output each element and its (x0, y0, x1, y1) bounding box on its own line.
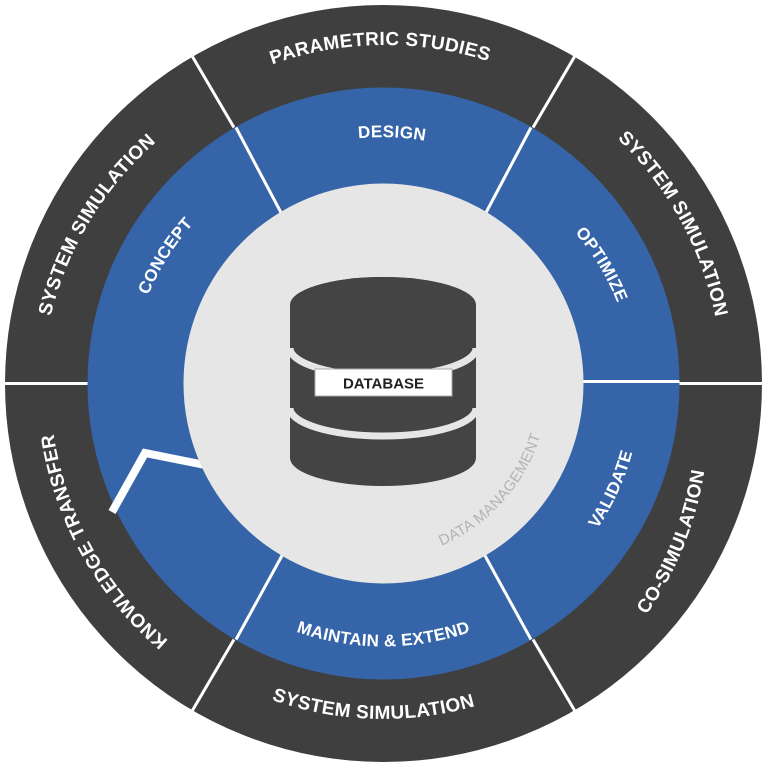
inner-divider (481, 551, 533, 641)
inner-divider (234, 126, 284, 216)
inner-label-design: DESIGN (357, 122, 427, 145)
outer-divider (190, 638, 236, 713)
database-label-box (314, 368, 453, 397)
inner-divider (483, 126, 533, 216)
outer-divider (531, 638, 577, 713)
outer-divider (190, 54, 236, 129)
outer-divider (531, 54, 577, 129)
knowledge-flow-line (108, 448, 206, 514)
inner-divider (234, 551, 286, 641)
database-icon (286, 277, 480, 486)
database-label: DATABASE (343, 376, 424, 393)
